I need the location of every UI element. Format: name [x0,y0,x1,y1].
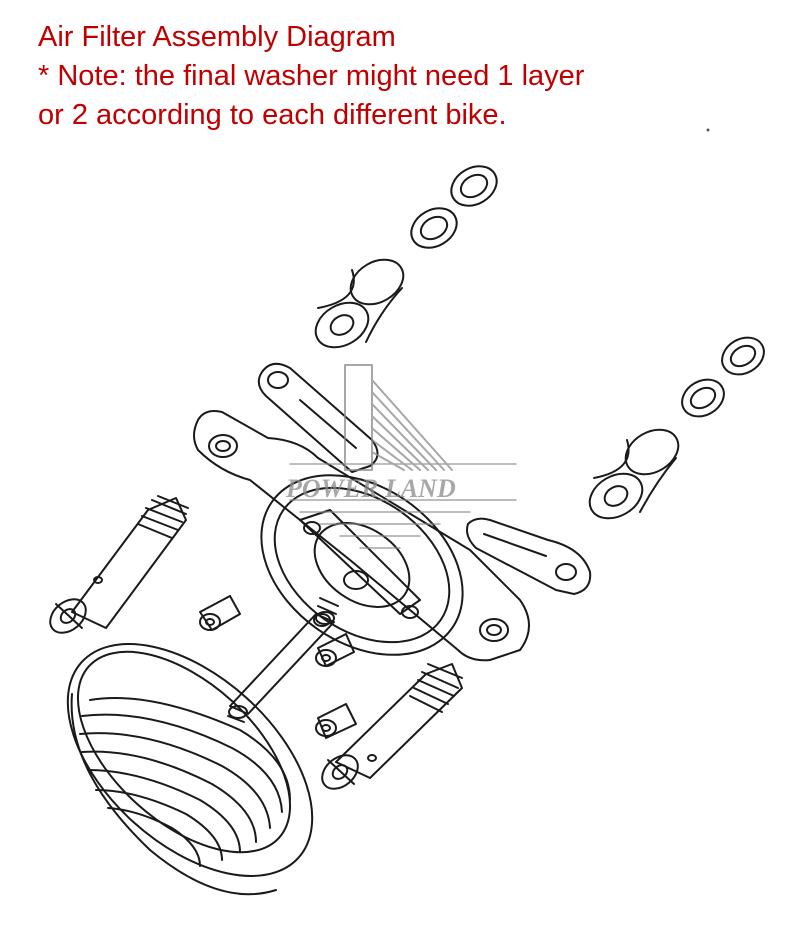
washer-upper-2 [410,207,458,249]
stray-dot [706,128,710,132]
washer-right-2 [681,378,725,418]
air-filter-cover [66,643,314,896]
cap-screw-2 [315,633,355,667]
washer-upper-1 [450,165,498,207]
mounting-link-upper [257,362,379,473]
cap-screw-3 [315,703,357,739]
spacer-bushing-right [588,428,680,520]
watermark-brand: POWER LAND [285,474,456,503]
cap-screw-1 [199,595,241,631]
main-bracket-plate [193,410,530,662]
washer-right-1 [721,336,765,376]
long-bolt-right [321,663,463,790]
mounting-link-right [466,517,592,595]
standoff-rod [227,597,339,723]
filter-backing-plate [260,474,464,656]
diagram-caption: Air Filter Assembly Diagram * Note: the … [38,18,758,135]
note-line-1: * Note: the final washer might need 1 la… [38,60,585,92]
diagram-title: Air Filter Assembly Diagram [38,21,396,53]
spacer-bushing-upper [314,258,405,349]
power-land-watermark: POWER LAND [285,364,517,549]
note-line-2: or 2 according to each different bike. [38,99,507,131]
long-bolt-left [49,495,189,634]
